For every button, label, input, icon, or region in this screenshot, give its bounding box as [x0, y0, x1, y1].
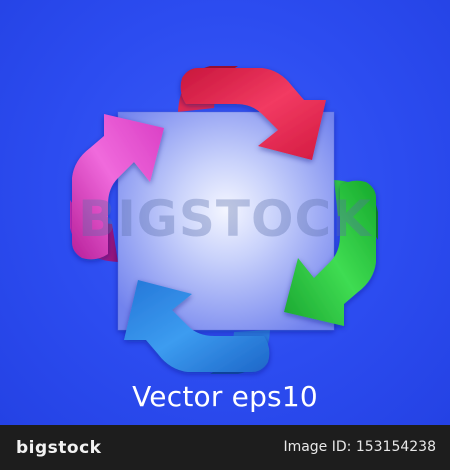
caption-text: Vector eps10	[132, 380, 318, 413]
artwork-canvas: BIGSTOCK Vector eps10	[0, 0, 450, 425]
image-id-label: Image ID: 153154238	[283, 439, 436, 455]
footer-bar: bigstock Image ID: 153154238	[0, 425, 450, 470]
red-arrow-icon	[180, 68, 326, 160]
green-arrow-icon	[284, 180, 376, 326]
brand-logo: bigstock	[16, 438, 102, 458]
magenta-arrow-icon	[72, 114, 164, 260]
recycle-arrows-illustration	[70, 66, 378, 374]
blue-arrow-icon	[124, 280, 270, 372]
